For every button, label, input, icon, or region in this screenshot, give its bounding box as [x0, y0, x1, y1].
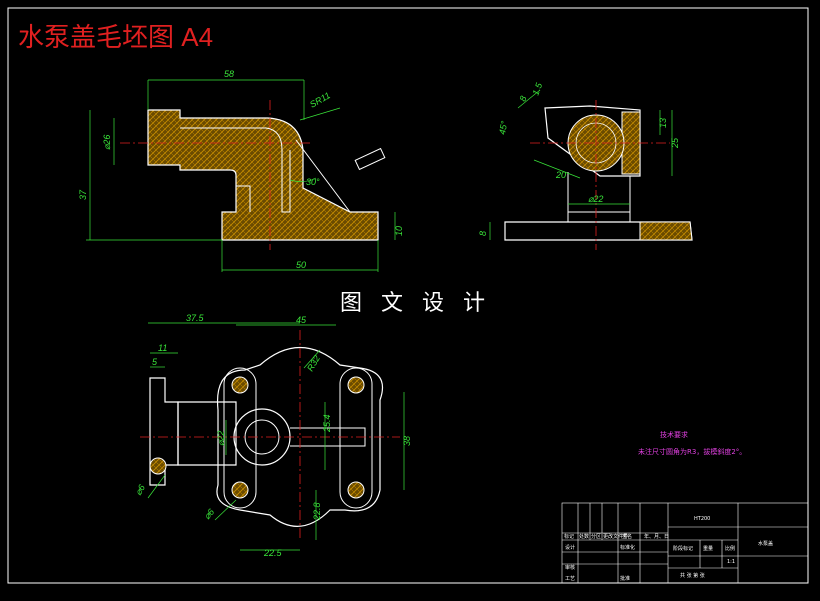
sheet-border: [7, 7, 809, 584]
svg-text:年、月、日: 年、月、日: [644, 533, 669, 540]
material-label: HT200: [694, 516, 710, 522]
svg-text:⌀22: ⌀22: [216, 431, 226, 446]
svg-text:50: 50: [296, 260, 306, 270]
scale-value: 1:1: [727, 559, 735, 565]
watermark-text: 图 文 设 计: [340, 291, 491, 316]
svg-text:比例: 比例: [725, 545, 735, 552]
top-view: 37.5 45 11 5 R32 25.4 ⌀22 38 22.8 22.5 ⌀…: [133, 313, 412, 558]
svg-text:⌀6: ⌀6: [202, 507, 216, 521]
svg-text:审核: 审核: [565, 564, 575, 571]
drawing-title: 水泵盖毛坯图 A4: [18, 22, 213, 52]
svg-text:处数: 处数: [579, 533, 589, 540]
svg-text:分区: 分区: [591, 533, 601, 540]
front-view: 58 50 37 ⌀26 10 30° SR11: [78, 69, 404, 272]
svg-text:重量: 重量: [703, 545, 713, 552]
svg-text:58: 58: [224, 69, 234, 79]
svg-text:30°: 30°: [306, 177, 320, 187]
svg-text:13: 13: [658, 118, 668, 128]
svg-text:45°: 45°: [497, 120, 509, 136]
svg-text:10: 10: [394, 226, 404, 236]
svg-text:R32: R32: [305, 354, 322, 373]
svg-text:20: 20: [555, 170, 566, 180]
side-view: 8 1.5 45° 20 ⌀22 13 25 8: [478, 81, 693, 250]
svg-text:8: 8: [478, 231, 488, 236]
svg-text:共 张 第 张: 共 张 第 张: [680, 572, 705, 579]
svg-text:25: 25: [670, 137, 680, 149]
svg-text:工艺: 工艺: [565, 576, 575, 582]
svg-text:SR11: SR11: [308, 90, 332, 110]
svg-text:38: 38: [402, 436, 412, 446]
svg-text:阶段标记: 阶段标记: [673, 545, 693, 552]
svg-text:⌀26: ⌀26: [102, 135, 112, 150]
svg-text:37: 37: [78, 189, 88, 200]
svg-text:37.5: 37.5: [186, 313, 205, 323]
svg-text:⌀22: ⌀22: [588, 194, 603, 204]
svg-text:8: 8: [517, 95, 528, 103]
tech-notes-heading: 技术要求: [660, 430, 688, 439]
svg-text:更改文件号: 更改文件号: [603, 533, 628, 540]
tech-notes-line: 未注尺寸圆角为R3，拔模斜度2°。: [638, 447, 746, 456]
title-block: [561, 502, 809, 584]
svg-text:标准化: 标准化: [620, 544, 635, 551]
svg-text:5: 5: [152, 357, 158, 367]
svg-text:11: 11: [158, 343, 167, 353]
svg-text:45: 45: [296, 315, 307, 325]
svg-text:设计: 设计: [565, 544, 575, 551]
svg-text:22.8: 22.8: [312, 502, 322, 521]
svg-text:签名: 签名: [622, 533, 632, 540]
part-name-label: 水泵盖: [758, 540, 773, 547]
top-flange: [216, 346, 384, 527]
svg-text:⌀6: ⌀6: [133, 483, 147, 497]
svg-text:25.4: 25.4: [322, 414, 332, 433]
front-body: [147, 109, 379, 241]
svg-text:22.5: 22.5: [263, 548, 283, 558]
svg-text:标记: 标记: [564, 533, 574, 540]
svg-text:1.5: 1.5: [530, 81, 544, 97]
svg-text:批准: 批准: [620, 575, 630, 582]
